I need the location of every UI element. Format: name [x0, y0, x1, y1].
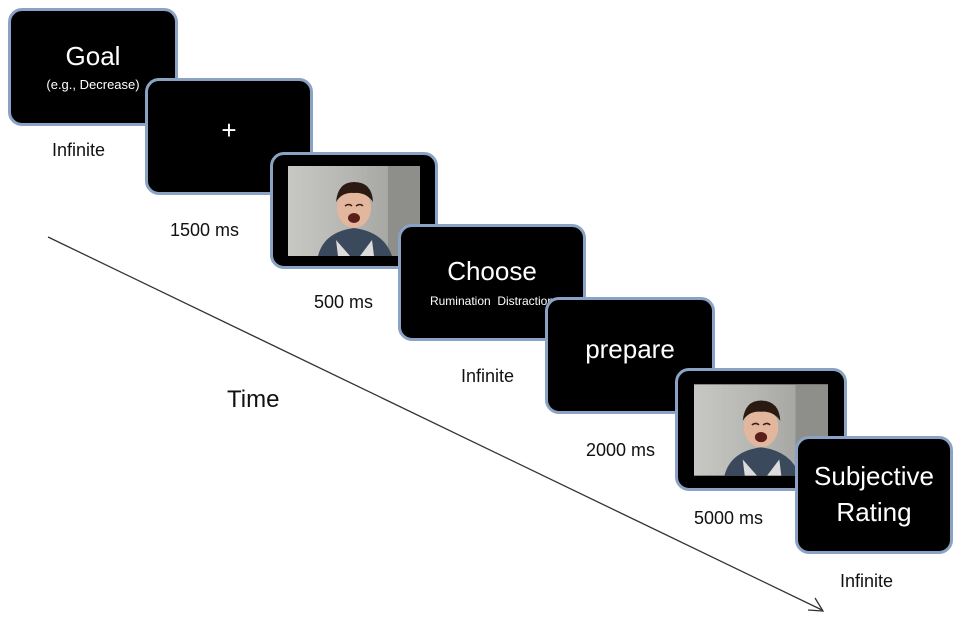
- fixation-duration: 1500 ms: [170, 220, 240, 240]
- goal-screen: Goal (e.g., Decrease): [8, 8, 178, 126]
- rating-line-1: Subjective: [814, 461, 934, 492]
- goal-title: Goal: [65, 40, 121, 71]
- choose-duration: Infinite: [461, 366, 515, 386]
- rating-screen: Subjective Rating: [795, 436, 953, 554]
- goal-duration: Infinite: [52, 140, 106, 160]
- choose-options: Rumination Distraction: [429, 294, 555, 309]
- picture-regulate-duration: 5000 ms: [694, 508, 764, 528]
- rating-line-2: Rating: [836, 497, 912, 527]
- fixation-cross: +: [221, 114, 237, 145]
- rating-duration: Infinite: [840, 571, 894, 591]
- goal-subtitle: (e.g., Decrease): [46, 77, 140, 93]
- picture-preview-duration: 500 ms: [314, 292, 374, 312]
- prepare-duration: 2000 ms: [586, 440, 656, 460]
- choose-title: Choose: [447, 255, 537, 286]
- time-axis-label: Time: [227, 386, 280, 413]
- prepare-title: prepare: [585, 333, 675, 364]
- picture-screen-2: [675, 368, 847, 491]
